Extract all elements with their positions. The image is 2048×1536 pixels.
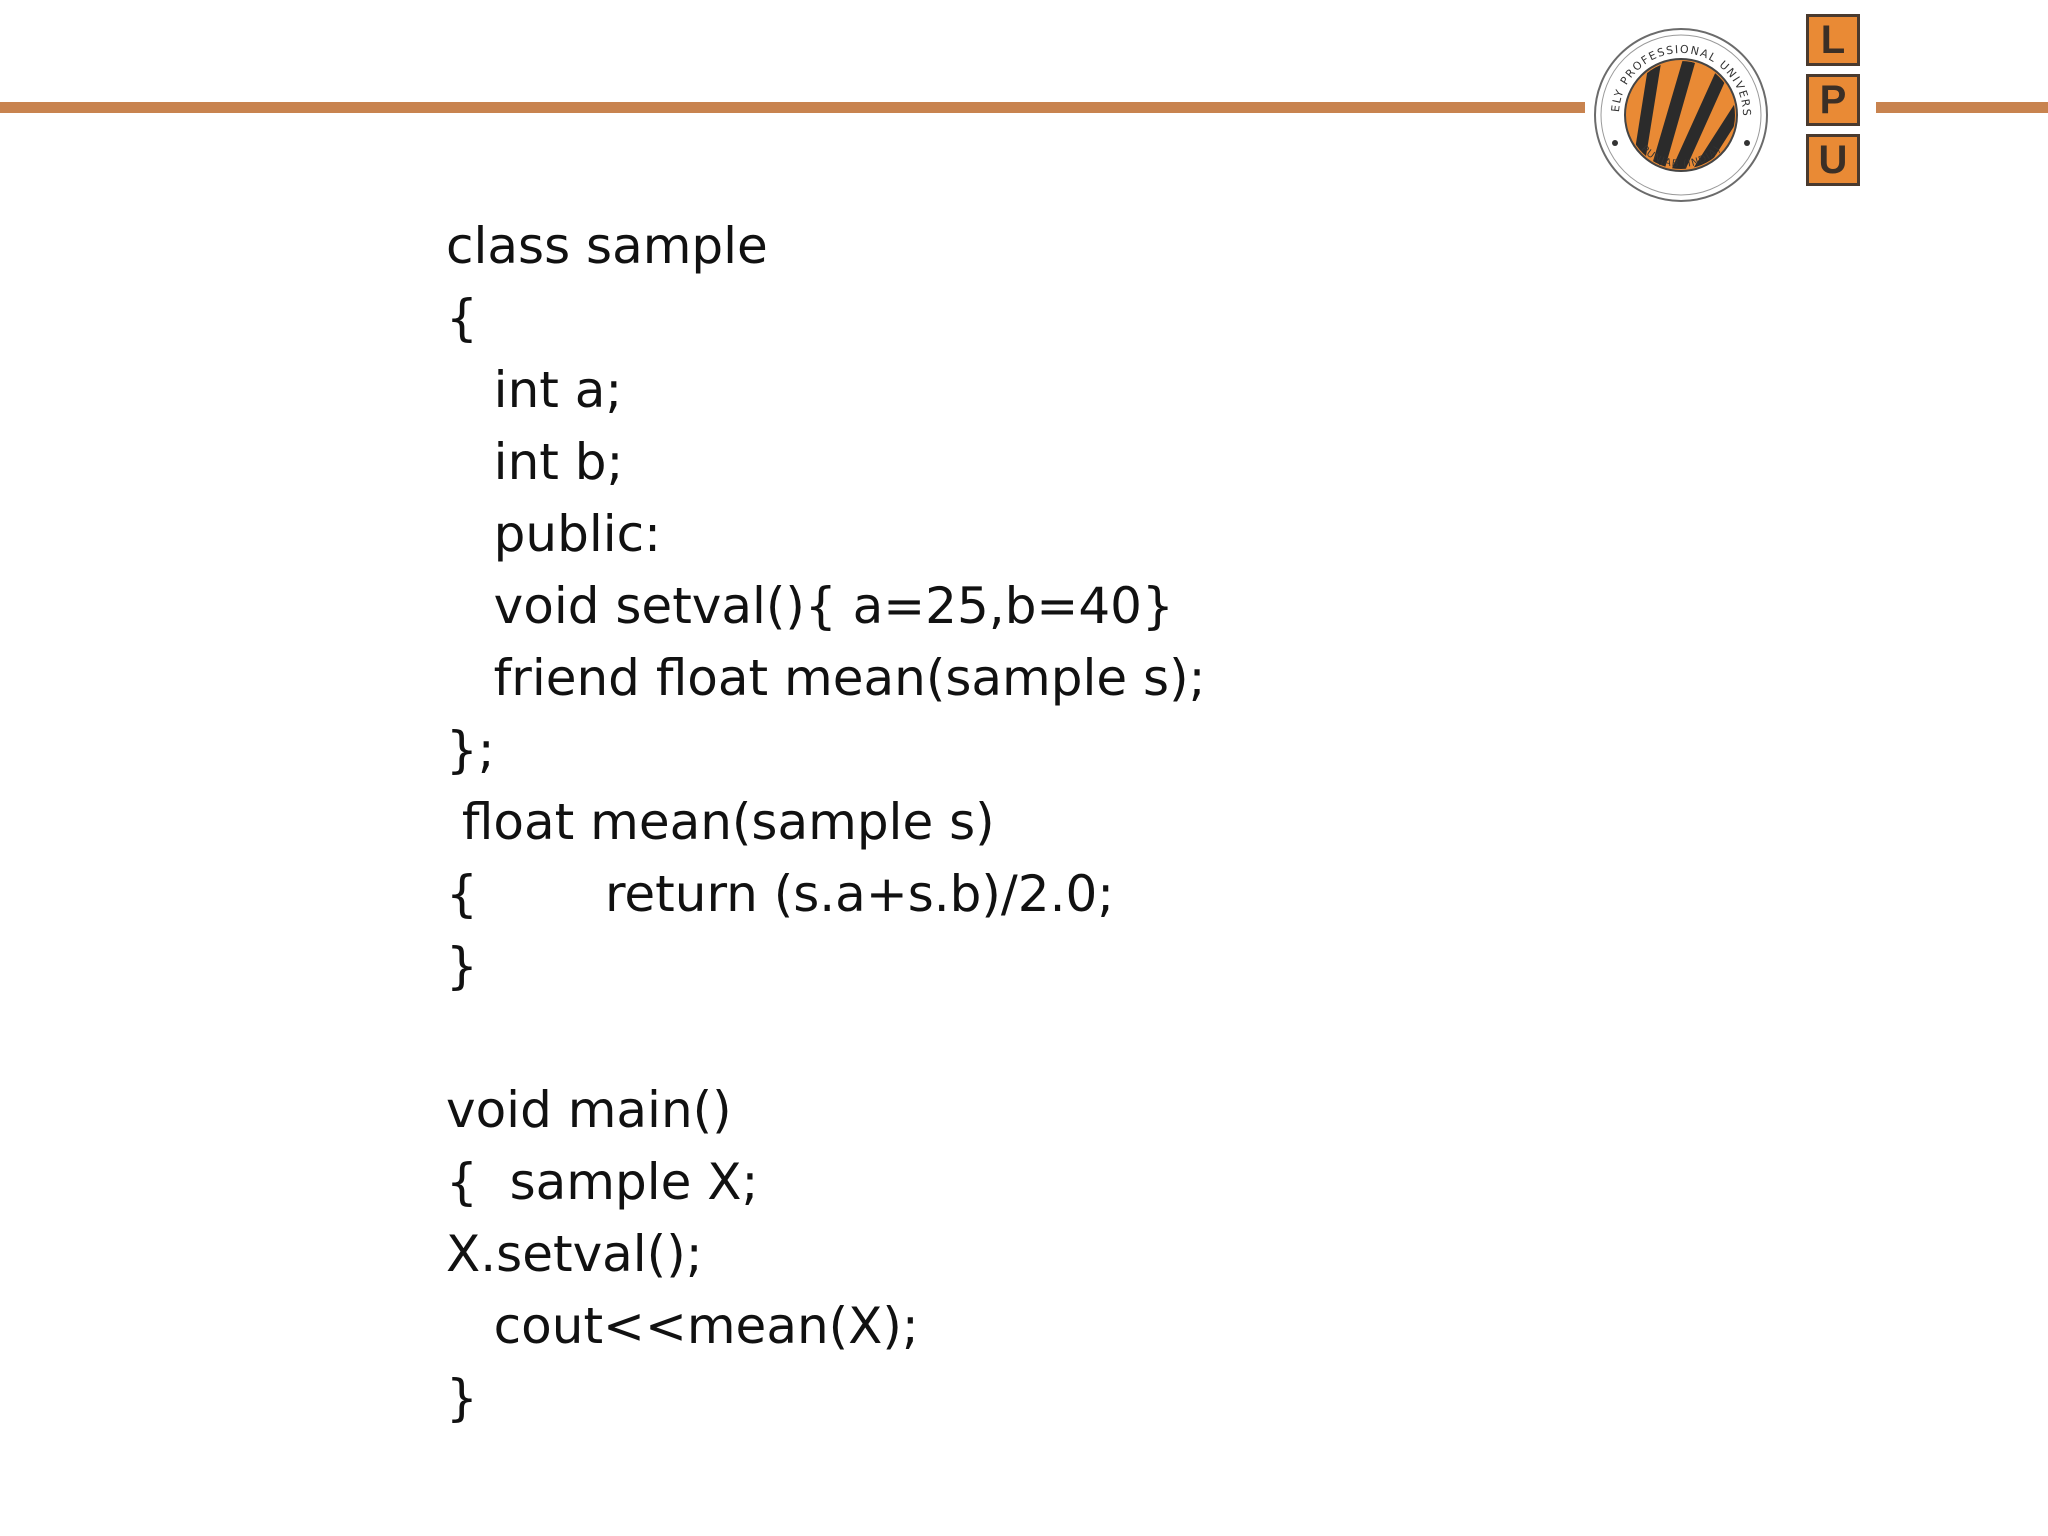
code-line: }; [446, 721, 495, 779]
header-rule-right [1876, 102, 2048, 113]
lpu-letter-logo: L P U [1806, 14, 1866, 194]
code-line: X.setval(); [446, 1225, 703, 1283]
code-listing: class sample { int a; int b; public: voi… [446, 210, 1205, 1434]
code-line: { sample X; [446, 1153, 759, 1211]
code-line: friend float mean(sample s); [446, 649, 1206, 707]
code-line: int b; [446, 433, 624, 491]
logo-letter-l: L [1806, 14, 1860, 66]
code-line: class sample [446, 217, 768, 275]
code-line: int a; [446, 361, 623, 419]
code-line: { return (s.a+s.b)/2.0; [446, 865, 1115, 923]
logo-letter-u: U [1806, 134, 1860, 186]
code-line: } [446, 1369, 478, 1427]
code-line [446, 1002, 1205, 1074]
logo-letter-p: P [1806, 74, 1860, 126]
code-line: cout<<mean(X); [446, 1297, 919, 1355]
code-line: public: [446, 505, 661, 563]
code-line: { [446, 289, 478, 347]
code-line: } [446, 937, 478, 995]
header-rule-left [0, 102, 1585, 113]
code-line: void main() [446, 1081, 732, 1139]
code-line: void setval(){ a=25,b=40} [446, 577, 1174, 635]
code-line: float mean(sample s) [446, 793, 995, 851]
university-seal-logo: LOVELY PROFESSIONAL UNIVERSITY PUNJAB (I… [1591, 25, 1768, 202]
